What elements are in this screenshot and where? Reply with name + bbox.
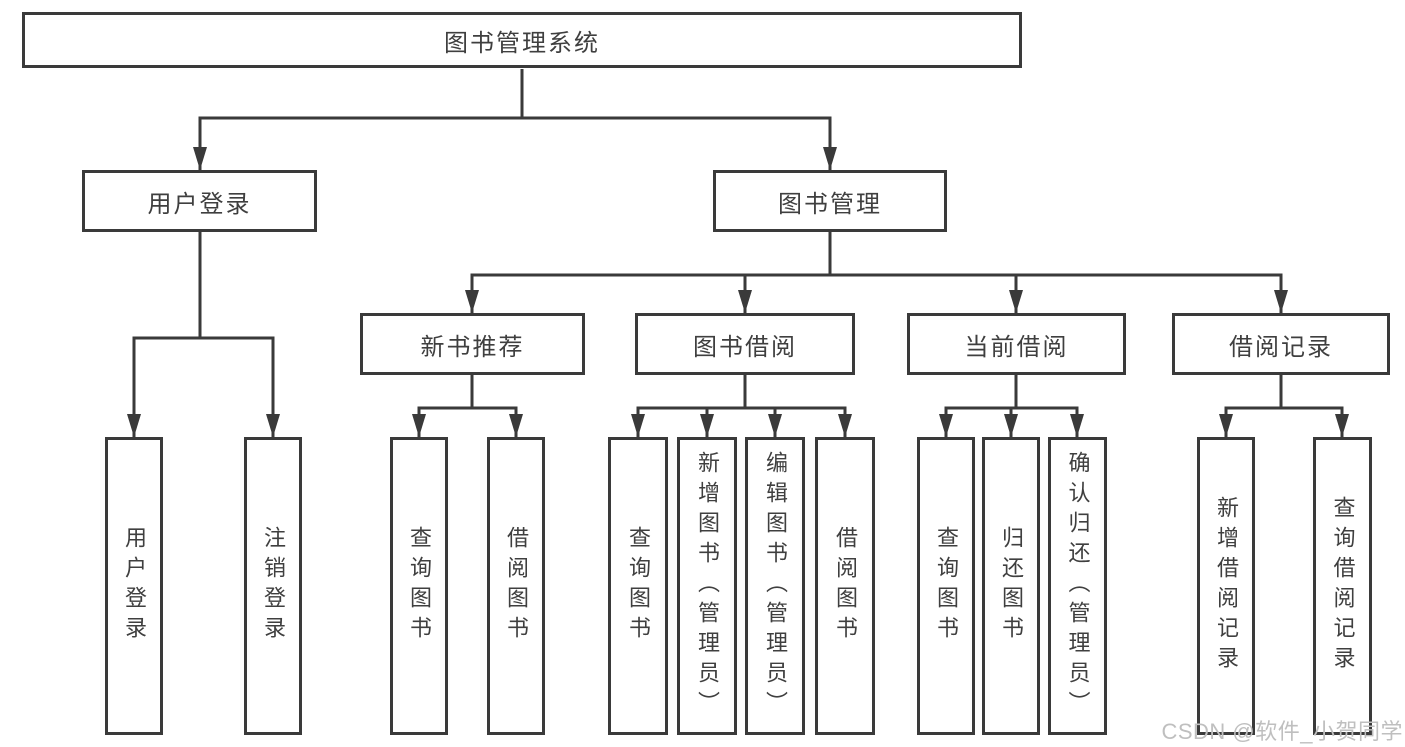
node-borrowing-records: 借阅记录 [1172, 313, 1390, 375]
node-new-book-recommendation: 新书推荐 [360, 313, 585, 375]
leaf-records-add-record: 新增借阅记录 [1197, 437, 1255, 735]
leaf-borrow-query-books-label: 查询图书 [626, 526, 651, 646]
leaf-borrow-query-books: 查询图书 [608, 437, 668, 735]
leaf-user-login-label: 用户登录 [122, 526, 147, 646]
watermark: CSDN @软件_小贺同学 [1161, 719, 1403, 744]
leaf-newrec-query-books: 查询图书 [390, 437, 448, 735]
leaf-records-add-record-label: 新增借阅记录 [1214, 496, 1239, 676]
leaf-borrow-edit-books-admin-label: 编辑图书（管理员） [763, 451, 788, 721]
node-current-borrowing: 当前借阅 [907, 313, 1126, 375]
node-library-system: 图书管理系统 [22, 12, 1022, 68]
node-book-management: 图书管理 [713, 170, 947, 232]
leaf-borrow-borrow-books-label: 借阅图书 [833, 526, 858, 646]
leaf-newrec-borrow-books-label: 借阅图书 [504, 526, 529, 646]
leaf-current-query-books: 查询图书 [917, 437, 975, 735]
leaf-current-return-books: 归还图书 [982, 437, 1040, 735]
node-book-borrowing: 图书借阅 [635, 313, 855, 375]
node-user-login: 用户登录 [82, 170, 317, 232]
node-borrowing-records-label: 借阅记录 [1229, 333, 1333, 361]
node-new-book-recommendation-label: 新书推荐 [420, 333, 525, 361]
leaf-records-query-record-label: 查询借阅记录 [1330, 496, 1356, 676]
node-book-management-label: 图书管理 [778, 190, 882, 218]
leaf-borrow-add-books-admin-label: 新增图书（管理员） [695, 451, 720, 721]
leaf-records-query-record: 查询借阅记录 [1313, 437, 1372, 735]
leaf-user-login: 用户登录 [105, 437, 163, 735]
leaf-current-return-books-label: 归还图书 [999, 526, 1024, 646]
leaf-borrow-edit-books-admin: 编辑图书（管理员） [745, 437, 805, 735]
node-user-login-label: 用户登录 [147, 190, 252, 218]
node-current-borrowing-label: 当前借阅 [964, 333, 1069, 361]
leaf-newrec-borrow-books: 借阅图书 [487, 437, 545, 735]
leaf-borrow-borrow-books: 借阅图书 [815, 437, 875, 735]
leaf-current-query-books-label: 查询图书 [934, 526, 959, 646]
node-book-borrowing-label: 图书借阅 [693, 333, 797, 361]
leaf-logout-label: 注销登录 [261, 526, 286, 646]
leaf-current-confirm-return-admin-label: 确认归还（管理员） [1065, 451, 1091, 721]
leaf-logout: 注销登录 [244, 437, 302, 735]
leaf-current-confirm-return-admin: 确认归还（管理员） [1048, 437, 1107, 735]
leaf-newrec-query-books-label: 查询图书 [407, 526, 432, 646]
leaf-borrow-add-books-admin: 新增图书（管理员） [677, 437, 737, 735]
node-library-system-label: 图书管理系统 [444, 29, 600, 57]
